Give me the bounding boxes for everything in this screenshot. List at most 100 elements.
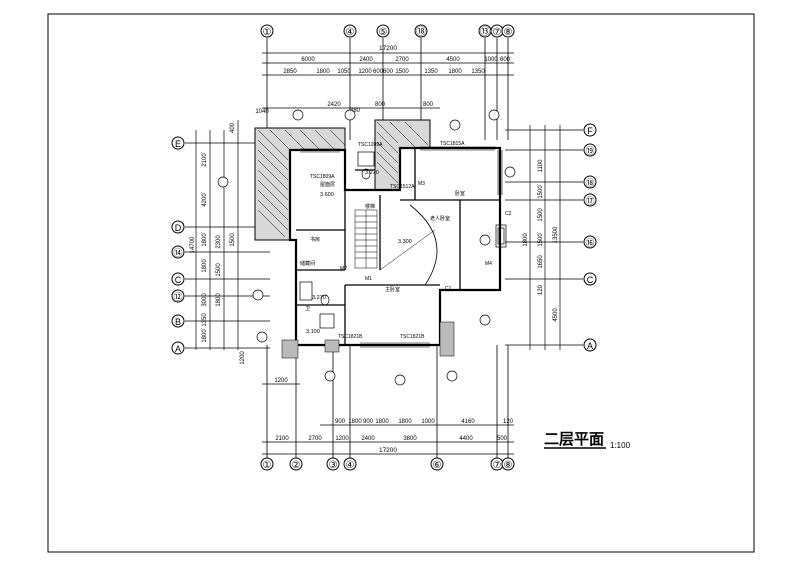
drawing-title: 二层平面 xyxy=(544,431,604,448)
svg-text:120: 120 xyxy=(538,284,544,295)
top-axis-bubble-8: ⑧ xyxy=(501,24,515,38)
svg-text:4500: 4500 xyxy=(553,308,559,322)
svg-text:1800: 1800 xyxy=(202,329,208,343)
svg-text:2420: 2420 xyxy=(327,102,341,108)
label-elder-bedroom: 老人卧室 xyxy=(430,215,450,222)
svg-text:1800: 1800 xyxy=(348,419,362,425)
svg-text:①: ① xyxy=(263,460,272,471)
svg-text:E: E xyxy=(175,139,181,149)
svg-text:⑤: ⑤ xyxy=(379,27,388,38)
svg-text:3800: 3800 xyxy=(403,436,417,442)
label-storage: 储藏间 xyxy=(300,260,315,267)
svg-text:④: ④ xyxy=(346,27,355,38)
right-axis-bubble-A: A xyxy=(583,338,597,352)
svg-text:1050: 1050 xyxy=(337,69,351,75)
svg-text:2700: 2700 xyxy=(395,57,409,63)
svg-text:1200: 1200 xyxy=(240,351,246,365)
bottom-axis-bubble-7: ⑦ xyxy=(490,457,504,471)
level-4: 3.270 xyxy=(312,295,326,301)
svg-text:900: 900 xyxy=(335,419,346,425)
roof-hatch-middle xyxy=(374,119,431,191)
sheet-border xyxy=(47,13,755,553)
bottom-dims-row2: 2100 2700 1200 2400 3800 4400 500 xyxy=(275,436,507,442)
svg-text:1500: 1500 xyxy=(538,185,544,199)
svg-text:1800: 1800 xyxy=(398,419,412,425)
level-2: 3.600 xyxy=(320,192,334,198)
svg-text:1800: 1800 xyxy=(523,233,529,247)
svg-text:1100: 1100 xyxy=(538,159,544,173)
svg-text:120: 120 xyxy=(503,419,514,425)
svg-text:1350: 1350 xyxy=(471,69,485,75)
interior-walls xyxy=(296,148,500,345)
label-stair: 楼梯 xyxy=(365,203,375,210)
bottom-axis-bubble-3: ③ xyxy=(326,457,340,471)
svg-text:F: F xyxy=(587,126,593,136)
left-axis-bubble-C: C xyxy=(171,272,185,286)
svg-text:1200: 1200 xyxy=(335,436,349,442)
svg-text:1200: 1200 xyxy=(358,69,372,75)
svg-text:2400: 2400 xyxy=(361,436,375,442)
top-axis-bubble-18: ⑱ xyxy=(414,24,428,38)
label-m1: M1 xyxy=(365,276,372,282)
svg-text:②: ② xyxy=(292,460,301,471)
svg-text:B: B xyxy=(175,317,181,327)
right-dimension-lines xyxy=(529,125,561,350)
svg-text:C: C xyxy=(175,275,182,285)
svg-text:⑱: ⑱ xyxy=(416,26,426,38)
label-tsc1512a: TSC1512A xyxy=(390,184,415,190)
right-axis-bubble-F: F xyxy=(583,123,597,137)
level-1: 3.270 xyxy=(365,170,379,176)
roof-hatch-left xyxy=(254,127,346,241)
label-roof-level: 屋面层 xyxy=(320,182,335,188)
svg-text:⑧: ⑧ xyxy=(504,460,513,471)
level-5: 3.100 xyxy=(306,329,320,335)
label-m3: M3 xyxy=(418,181,425,187)
bathroom-fixtures xyxy=(299,151,507,329)
left-axis-bubble-A: A xyxy=(171,341,185,355)
svg-text:600: 600 xyxy=(373,69,384,75)
svg-text:⑲: ⑲ xyxy=(585,146,594,156)
left-axis-bubble-12: ⑫ xyxy=(171,289,185,303)
top-dims-row2: 6000 2400 2700 4500 1000 600 xyxy=(301,57,510,63)
svg-text:4500: 4500 xyxy=(446,57,460,63)
svg-text:1800: 1800 xyxy=(316,69,330,75)
top-axis-bubble-4: ④ xyxy=(343,24,357,38)
svg-text:1350: 1350 xyxy=(424,69,438,75)
svg-text:1000: 1000 xyxy=(484,57,498,63)
right-axis-bubble-19: ⑲ xyxy=(583,143,597,157)
svg-text:2850: 2850 xyxy=(283,69,297,75)
svg-text:①: ① xyxy=(263,27,272,38)
label-tsc1821b-b: TSC1821B xyxy=(338,334,363,340)
svg-text:4160: 4160 xyxy=(461,419,475,425)
top-axis-bubble-7: ⑦ xyxy=(490,24,504,38)
right-axis-bubble-C: C xyxy=(583,272,597,286)
svg-text:1800: 1800 xyxy=(202,259,208,273)
diagonal-line xyxy=(379,229,436,271)
svg-text:4200: 4200 xyxy=(202,193,208,207)
top-total-dim: 17200 xyxy=(379,45,397,52)
bottom-axis-bubble-1: ① xyxy=(260,457,274,471)
label-bedroom: 卧室 xyxy=(455,190,465,197)
bottom-axis-bubble-8: ⑧ xyxy=(501,457,515,471)
bottom-total-dim: 17200 xyxy=(379,447,397,454)
svg-text:600: 600 xyxy=(500,57,511,63)
label-master-bedroom: 主卧室 xyxy=(385,286,400,293)
room-labels: TSC1209A TSC1815A TSC1809A TSC1512A 卧室 老… xyxy=(300,141,512,340)
svg-text:14700: 14700 xyxy=(190,236,196,253)
svg-text:2700: 2700 xyxy=(308,436,322,442)
label-tsc1809a: TSC1809A xyxy=(310,174,335,180)
svg-text:1350: 1350 xyxy=(202,313,208,327)
level-marks: 3.270 3.600 3.300 3.270 3.100 xyxy=(306,170,412,335)
bottom-axis-bubble-6: ⑥ xyxy=(430,457,444,471)
right-axis-group xyxy=(505,129,583,346)
staircase xyxy=(354,209,378,269)
windows xyxy=(300,146,503,348)
bottom-dim-1200: 1200 xyxy=(274,378,288,384)
left-dims: 2100 4200 14700 1800 1800 1500 3000 1350… xyxy=(190,122,246,364)
svg-text:2100: 2100 xyxy=(202,153,208,167)
svg-text:1500: 1500 xyxy=(216,263,222,277)
svg-text:1800: 1800 xyxy=(216,293,222,307)
bottom-axis-bubble-4: ④ xyxy=(343,457,357,471)
svg-text:4400: 4400 xyxy=(459,436,473,442)
detail-bubbles xyxy=(217,109,516,386)
